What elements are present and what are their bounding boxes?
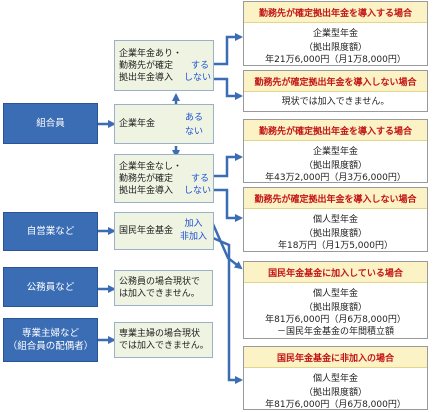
category-civil-servant-label: 公務員など [26,281,75,293]
result-1-header: 勤務先が確定拠出年金を導入する場合 [244,2,427,23]
result-box-3: 勤務先が確定拠出年金を導入する場合 企業型年金 （拠出限度額） 年43万2,00… [243,119,428,183]
option-not-joined: 非加入 [179,232,207,242]
branch-civil-note: 公務員の場合現状で は加入できません。 [114,270,213,306]
result-3-line-3: 年43万2,000円（月3万6,000円） [265,173,406,183]
branch-without-corp-pension: 企業年金なし・ 勤務先が確定 する 拠出年金導入 しない [114,154,214,203]
result-6-line-2: （拠出限度額） [303,388,367,398]
result-4-line-2: （拠出限度額） [303,229,367,239]
result-4-header: 勤務先が確定拠出年金を導入しない場合 [244,188,427,209]
category-civil-servant: 公務員など [3,267,98,307]
housewife-note-line-2: では加入できません。 [119,341,209,351]
option-does-1: する [190,60,209,71]
option-does-not-2: しない [183,185,211,196]
arrow-without-does [213,153,243,178]
result-2-line-1: 現状では加入できません。 [281,97,390,107]
option-does-2: する [190,173,209,184]
branch-national-fund: 国民年金基金 加入 非加入 [114,212,214,250]
civil-note-line-2: は加入できません。 [119,289,200,299]
result-1-line-3: 年21万6,000円（月1万8,000円） [265,55,406,65]
option-joined: 加入 [184,219,203,229]
result-box-4: 勤務先が確定拠出年金を導入しない場合 個人型年金 （拠出限度額） 年18万円（月… [243,187,428,252]
result-1-line-1: 企業型年金 [312,29,358,39]
result-6-line-1: 個人型年金 [312,374,358,384]
branch-with-corp-line-1: 企業年金あり・ [119,48,183,59]
branch-without-corp-line-1: 企業年金なし・ [119,161,183,172]
result-3-line-2: （拠出限度額） [303,161,367,171]
category-housewife-label-1: 専業主婦など [21,328,79,339]
arrow-fund-not-joined [212,236,243,384]
result-5-line-4: －国民年金基金の年間積立額 [276,327,394,337]
branch-corp-pension-label: 企業年金 [119,119,156,129]
result-2-header: 勤務先が確定拠出年金を導入しない場合 [244,71,427,92]
result-3-header: 勤務先が確定拠出年金を導入する場合 [244,120,427,141]
option-does-not-1: しない [183,72,211,83]
result-box-5: 国民年金基金に加入している場合 個人型年金 （拠出限度額） 年81万6,000円… [243,261,428,339]
result-box-2: 勤務先が確定拠出年金を導入しない場合 現状では加入できません。 [243,70,428,112]
category-self-employed: 自営業など [3,212,98,251]
result-5-line-3: 年81万6,000円（月6万8,000円） [265,315,406,325]
result-box-1: 勤務先が確定拠出年金を導入する場合 企業型年金 （拠出限度額） 年21万6,00… [243,1,428,66]
branch-with-corp-line-3: 拠出年金導入 [119,72,174,83]
housewife-note-line-1: 専業主婦の場合現状 [119,329,201,339]
result-3-line-1: 企業型年金 [312,147,358,157]
result-1-line-2: （拠出限度額） [303,43,367,53]
branch-corp-pension: 企業年金 ある ない [114,104,214,144]
category-member-label: 組合員 [36,118,65,129]
result-4-line-1: 個人型年金 [312,215,358,225]
arrow-fund-joined [211,223,243,270]
result-5-line-1: 個人型年金 [312,289,358,299]
branch-without-corp-line-2: 勤務先が確定 [119,173,174,184]
branch-national-fund-label: 国民年金基金 [119,226,174,236]
civil-note-line-1: 公務員の場合現状で [119,277,201,287]
category-housewife: 専業主婦など （組合員の配偶者） [3,318,98,362]
result-5-header: 国民年金基金に加入している場合 [244,262,427,283]
category-self-employed-label: 自営業など [26,226,75,237]
result-5-line-2: （拠出限度額） [303,303,367,313]
branch-with-corp-pension: 企業年金あり・ 勤務先が確定 する 拠出年金導入 しない [114,40,214,91]
result-6-header: 国民年金基金に非加入の場合 [244,347,427,368]
branch-with-corp-line-2: 勤務先が確定 [119,60,174,71]
arrow-with-does-not [213,77,243,100]
category-housewife-label-2: （組合員の配偶者） [7,341,94,352]
branch-housewife-note: 専業主婦の場合現状 では加入できません。 [114,322,213,358]
arrow-with-does [213,33,243,66]
result-box-6: 国民年金基金に非加入の場合 個人型年金 （拠出限度額） 年81万6,000円（月… [243,346,428,410]
option-corp-no: ない [184,127,203,137]
arrow-without-does-not [213,188,243,222]
result-4-line-3: 年18万円（月1万5,000円） [278,241,393,251]
category-member: 組合員 [3,103,98,144]
option-corp-yes: ある [184,113,203,123]
result-6-line-3: 年81万6,000円（月6万8,000円） [265,400,406,410]
branch-without-corp-line-3: 拠出年金導入 [119,185,174,196]
